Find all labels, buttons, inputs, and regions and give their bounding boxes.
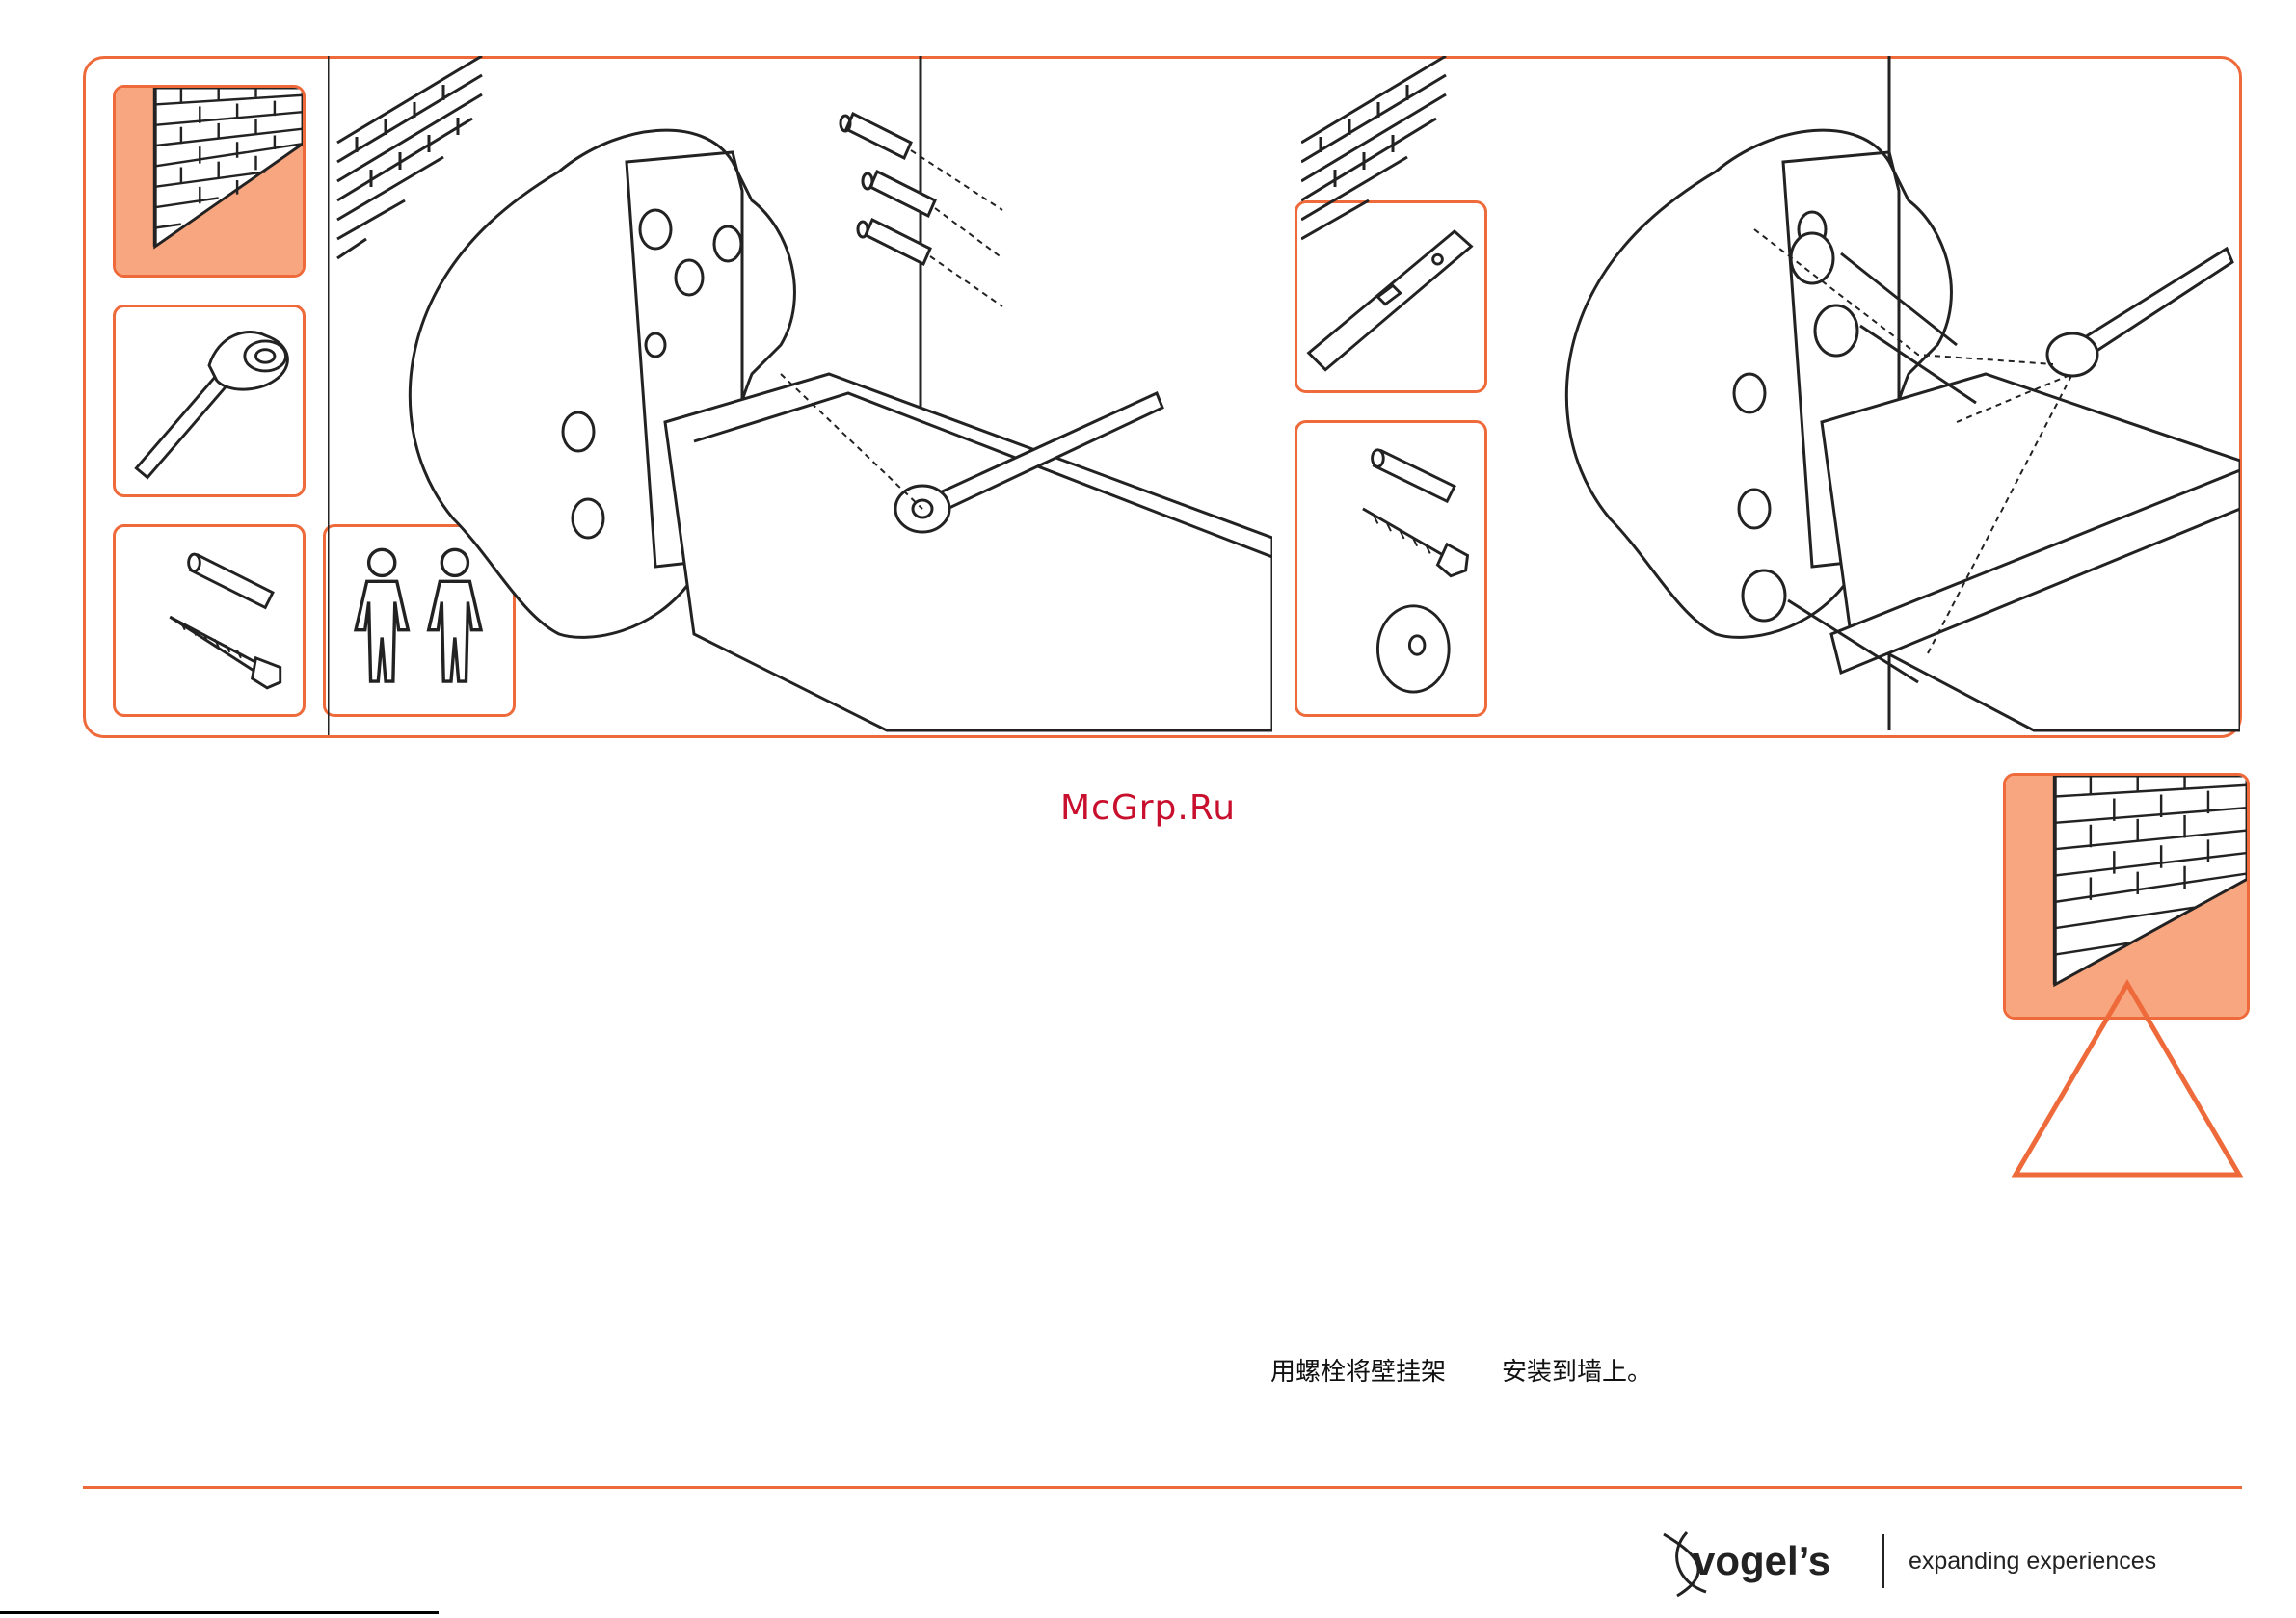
bracket-mounting-illustration-step-a — [328, 56, 1272, 735]
footer-rule — [83, 1486, 2242, 1489]
brand-logo-text: vogel’s — [1693, 1538, 1830, 1583]
bottom-edge-line — [0, 1611, 439, 1614]
brick-wall-icon — [116, 88, 303, 275]
brand-tagline: expanding experiences — [1909, 1548, 2156, 1576]
warning-triangle-icon — [2010, 978, 2245, 1180]
hardware-panel — [113, 524, 306, 717]
wall-type-panel — [113, 85, 306, 278]
brand-separator — [1882, 1534, 1884, 1588]
brand-logo: vogel’s — [1658, 1525, 1880, 1602]
socket-wrench-icon — [116, 307, 303, 494]
bracket-mounting-illustration-step-b — [1301, 56, 2240, 735]
instruction-text-part-a: 用螺栓将壁挂架 — [1270, 1352, 1446, 1388]
watermark-text: McGrp.Ru — [1060, 788, 1236, 828]
wrench-tool-panel — [113, 305, 306, 497]
instruction-text-part-b: 安装到墙上。 — [1502, 1352, 1652, 1388]
plug-and-screw-icon — [116, 527, 303, 714]
